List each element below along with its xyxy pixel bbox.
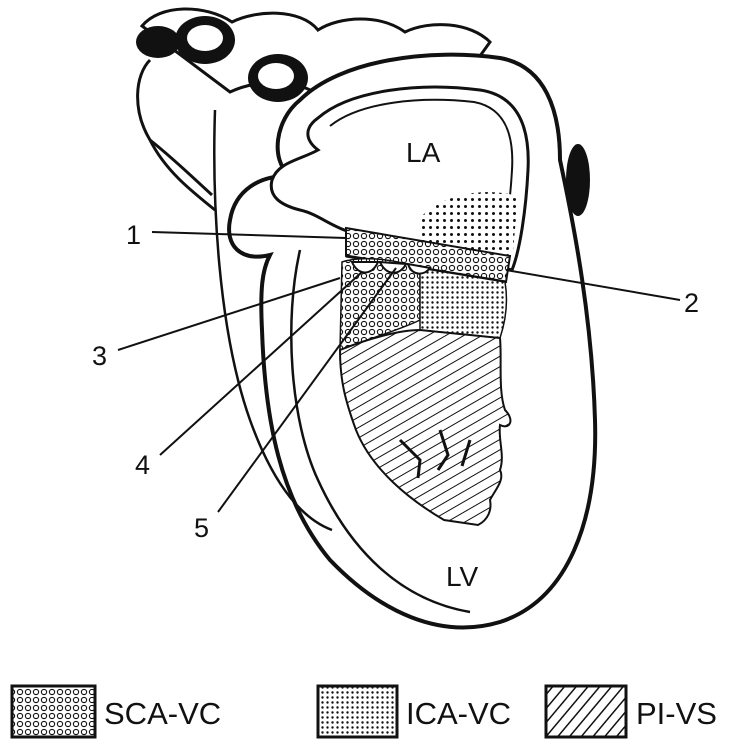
callout-5: 5 [194, 513, 209, 543]
legend-label-ica-vc: ICA-VC [406, 696, 511, 731]
callout-3: 3 [92, 341, 107, 371]
legend-swatch-pi-vs [546, 686, 626, 737]
label-lv: LV [446, 561, 478, 592]
legend-swatch-sca-vc [12, 686, 95, 737]
callout-1: 1 [126, 220, 141, 250]
legend-swatch-ica-vc [318, 686, 397, 737]
legend-label-pi-vs: PI-VS [636, 696, 717, 731]
callout-4: 4 [135, 450, 150, 480]
legend: SCA-VC ICA-VC PI-VS [12, 686, 717, 737]
legend-label-sca-vc: SCA-VC [104, 696, 221, 731]
label-la: LA [406, 137, 441, 168]
callout-2: 2 [684, 288, 699, 318]
